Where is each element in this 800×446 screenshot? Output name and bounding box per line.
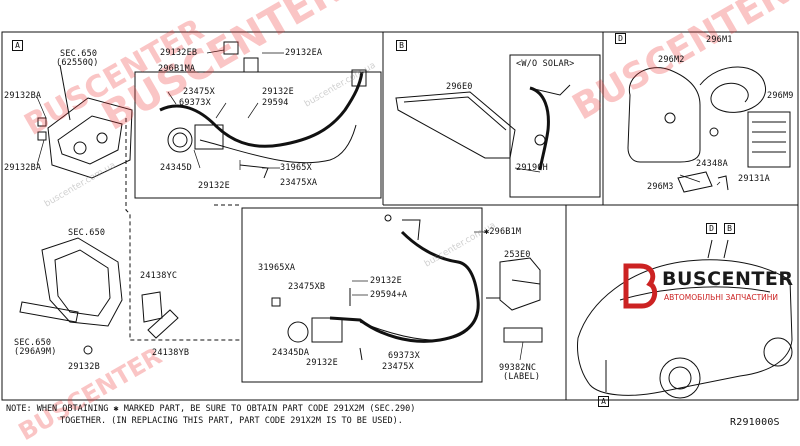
label-sec650-left: SEC.650 bbox=[68, 228, 106, 238]
label-296M9: 296M9 bbox=[767, 91, 794, 101]
buscenter-logo-subtitle: АВТОМОБІЛЬНІ ЗАПЧАСТИНИ bbox=[664, 293, 779, 302]
label-label-tag: (LABEL) bbox=[503, 372, 541, 382]
buscenter-logo-mark bbox=[623, 263, 658, 309]
footnote-line-2: TOGETHER. (IN REPLACING THIS PART, PART … bbox=[60, 416, 403, 426]
panel-lower-left bbox=[41, 237, 123, 327]
label-296B1MA: 296B1MA bbox=[158, 64, 196, 74]
label-sec650-left2-code: (296A9M) bbox=[14, 347, 57, 357]
section-marker-b-ref: B bbox=[724, 223, 735, 234]
label-sec650-left2: SEC.650 bbox=[14, 338, 52, 348]
label-296M2: 296M2 bbox=[658, 55, 685, 65]
section-marker-d-ref: D bbox=[706, 223, 717, 234]
frame-border bbox=[1, 31, 799, 401]
label-29132BA-a: 29132BA bbox=[4, 91, 42, 101]
label-31965X: 31965X bbox=[280, 163, 312, 173]
label-29132E-a: 29132E bbox=[262, 87, 294, 97]
bracket-inner bbox=[57, 115, 123, 165]
label-wo-solar: <W/O SOLAR> bbox=[516, 59, 575, 69]
label-24348A: 24348A bbox=[696, 159, 728, 169]
label-296B1M: ✱296B1M bbox=[484, 227, 522, 237]
label-29131A: 29131A bbox=[738, 174, 770, 184]
label-29132E-c: 29132E bbox=[370, 276, 402, 286]
label-29594: 29594 bbox=[262, 98, 289, 108]
label-24345D: 24345D bbox=[160, 163, 192, 173]
label-29132E-b: 29132E bbox=[198, 181, 230, 191]
label-29132E-d: 29132E bbox=[306, 358, 338, 368]
label-31965XA: 31965XA bbox=[258, 263, 296, 273]
section-marker-a-ref: A bbox=[598, 396, 609, 407]
label-23475XA-a: 23475XA bbox=[280, 178, 318, 188]
section-marker-a: A bbox=[12, 40, 23, 51]
car-outline bbox=[577, 259, 793, 396]
label-29132B: 29132B bbox=[68, 362, 100, 372]
label-296M3: 296M3 bbox=[647, 182, 674, 192]
label-99382NC: 99382NC bbox=[499, 363, 537, 373]
label-23475XB: 23475XB bbox=[288, 282, 326, 292]
label-24138YC: 24138YC bbox=[140, 271, 178, 281]
label-29132EB: 29132EB bbox=[160, 48, 198, 58]
label-29190H: 29190H bbox=[516, 163, 548, 173]
section-marker-b: B bbox=[396, 40, 407, 51]
diagram-drawing bbox=[1, 31, 799, 401]
leader-dashed-1 bbox=[125, 118, 242, 341]
label-sec650-top: SEC.650 bbox=[60, 49, 98, 59]
label-sec650-top-code: (62550Q) bbox=[56, 58, 99, 68]
label-296M1: 296M1 bbox=[706, 35, 733, 45]
label-296E0: 296E0 bbox=[446, 82, 473, 92]
buscenter-logo-text: BUSCENTER bbox=[662, 268, 794, 290]
detail-box-center bbox=[241, 207, 483, 383]
footnote-line-1: NOTE: WHEN OBTAINING ✱ MARKED PART, BE S… bbox=[6, 404, 416, 414]
label-29132EA: 29132EA bbox=[285, 48, 323, 58]
diagram-reference-code: R291000S bbox=[730, 417, 780, 428]
label-23475X-a: 23475X bbox=[183, 87, 215, 97]
solar-board bbox=[395, 91, 516, 159]
label-69373X-b: 69373X bbox=[388, 351, 420, 361]
label-253E0: 253E0 bbox=[504, 250, 531, 260]
label-24345DA: 24345DA bbox=[272, 348, 310, 358]
label-29132BA-b: 29132BA bbox=[4, 163, 42, 173]
label-29594A: 29594+A bbox=[370, 290, 408, 300]
label-23475X-b: 23475X bbox=[382, 362, 414, 372]
label-69373X-a: 69373X bbox=[179, 98, 211, 108]
cable-bag bbox=[627, 67, 701, 163]
bracket-top-left bbox=[47, 97, 133, 179]
section-marker-d: D bbox=[615, 33, 626, 44]
label-24138YB: 24138YB bbox=[152, 348, 190, 358]
